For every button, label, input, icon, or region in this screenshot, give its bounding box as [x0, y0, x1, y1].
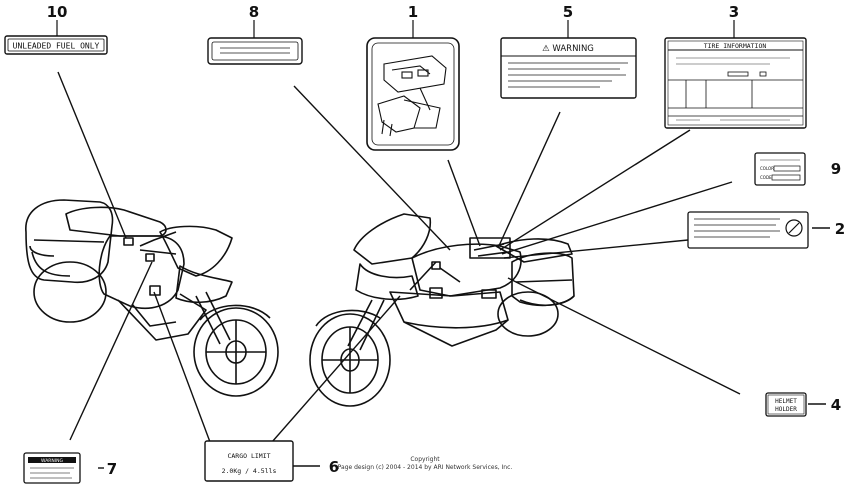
copyright-line-2: Page design (c) 2004 - 2014 by ARI Netwo…	[338, 464, 513, 471]
callout-3: 3	[729, 3, 739, 21]
warning-heading: ⚠ WARNING	[542, 44, 594, 54]
decal-4-helmet-holder: HELMET HOLDER	[765, 392, 807, 417]
small-warning-text: WARNING	[41, 458, 63, 464]
decal-5-warning-label: ⚠ WARNING	[500, 37, 637, 99]
copyright-notice: Copyright Page design (c) 2004 - 2014 by…	[338, 456, 513, 471]
callout-1: 1	[408, 3, 418, 21]
decal-7-small-warning: WARNING	[23, 452, 81, 484]
decal-2-info-label	[687, 211, 809, 249]
helmet-line-1: HELMET	[775, 398, 797, 405]
fuel-decal-text: UNLEADED FUEL ONLY	[13, 42, 100, 51]
leader-3	[499, 129, 691, 251]
leader-7a	[69, 261, 153, 441]
callout-7: 7	[107, 460, 117, 478]
leader-8	[293, 85, 451, 251]
leader-10	[57, 71, 127, 239]
callout-9: 9	[831, 160, 841, 178]
right-motorcycle	[309, 213, 575, 407]
leader-1	[447, 159, 481, 247]
decal-9-color-code: COLOR CODE	[754, 152, 806, 186]
code-field-label: CODE	[760, 175, 772, 180]
leader-9	[501, 181, 733, 255]
callout-4: 4	[831, 396, 841, 414]
leader-7b	[153, 291, 211, 443]
leader-2	[503, 239, 689, 259]
callout-8: 8	[249, 3, 259, 21]
cargo-title: CARGO LIMIT	[227, 452, 270, 460]
decal-1-diagram-label	[366, 37, 460, 151]
callout-6: 6	[329, 458, 339, 476]
decal-10-unleaded-fuel: UNLEADED FUEL ONLY	[4, 35, 108, 55]
leader-4	[507, 277, 741, 395]
copyright-line-1: Copyright	[410, 456, 440, 463]
leader-lines	[57, 71, 830, 469]
callout-2: 2	[835, 220, 845, 238]
decal-8-blank-label	[207, 37, 303, 65]
decal-3-tire-information: TIRE INFORMATION	[664, 37, 807, 129]
callout-5: 5	[563, 3, 573, 21]
callout-10: 10	[47, 3, 68, 21]
tire-info-title: TIRE INFORMATION	[704, 42, 767, 50]
cargo-value: 2.0Kg / 4.5lls	[222, 467, 277, 475]
left-motorcycle	[25, 199, 279, 397]
decal-6-cargo-limit: CARGO LIMIT 2.0Kg / 4.5lls	[204, 440, 294, 482]
leader-5	[497, 111, 561, 249]
callout-numbers: 10 8 1 5 3 9 2 4 6 7	[47, 3, 846, 478]
helmet-line-2: HOLDER	[775, 406, 797, 413]
color-field-label: COLOR	[760, 166, 774, 171]
leader-6	[271, 295, 401, 443]
